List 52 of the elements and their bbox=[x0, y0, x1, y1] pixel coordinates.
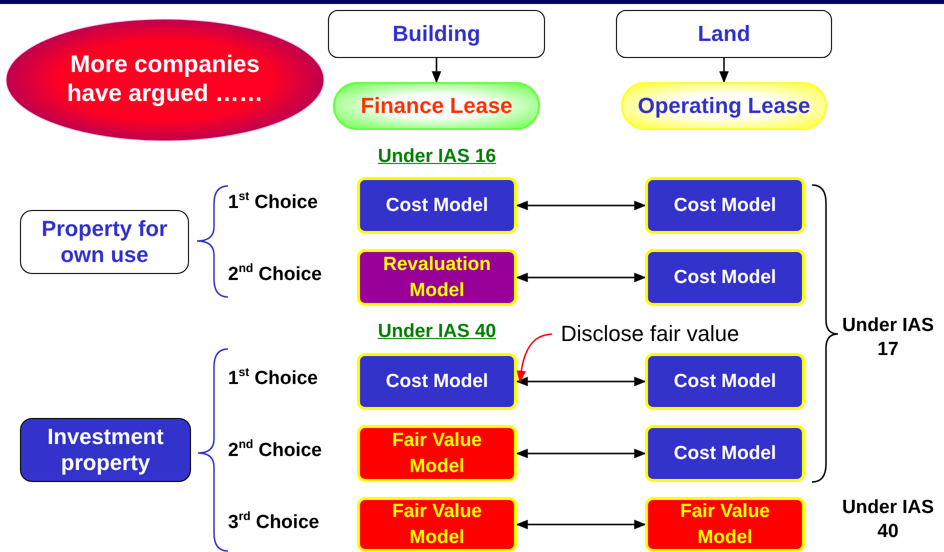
node-label: Fair Value Model bbox=[679, 500, 771, 550]
model-box bbox=[645, 249, 805, 306]
model-box bbox=[645, 353, 805, 410]
arrow bbox=[432, 58, 442, 84]
leader-line bbox=[516, 333, 552, 383]
arrow bbox=[516, 520, 646, 530]
node-label: Building bbox=[392, 20, 480, 48]
node-label: Cost Model bbox=[386, 370, 488, 394]
node-label: Finance Lease bbox=[360, 92, 512, 120]
node-label: More companies have argued …… bbox=[66, 51, 264, 109]
section-heading: Under IAS 40 bbox=[376, 321, 498, 343]
model-box bbox=[357, 497, 517, 552]
lease-pill bbox=[333, 82, 540, 130]
node-label: Land bbox=[698, 20, 750, 48]
node-label: Operating Lease bbox=[638, 92, 810, 120]
node-label: Cost Model bbox=[674, 266, 776, 290]
model-box bbox=[645, 177, 805, 234]
node-label: Investment property bbox=[46, 424, 165, 476]
lease-pill bbox=[621, 82, 827, 130]
model-box bbox=[357, 249, 517, 306]
choice-label: 1$^{st}$ Choice bbox=[228, 368, 318, 390]
model-box bbox=[645, 425, 805, 482]
callout-ellipse bbox=[5, 18, 325, 142]
node-label: Revaluation Model bbox=[382, 252, 492, 302]
model-box bbox=[357, 177, 517, 234]
category-box bbox=[20, 418, 191, 482]
node-label: Cost Model bbox=[674, 194, 776, 218]
choice-label: 1$^{st}$ Choice bbox=[228, 192, 318, 214]
arrow bbox=[719, 58, 729, 84]
standard-label: Under IAS 17 bbox=[841, 314, 935, 362]
arrow bbox=[516, 272, 646, 282]
standard-label: Under IAS 40 bbox=[841, 496, 935, 544]
category-box bbox=[20, 210, 189, 274]
choice-label: 2$^{nd}$ Choice bbox=[228, 440, 322, 462]
node-label: Cost Model bbox=[674, 442, 776, 466]
model-box bbox=[357, 353, 517, 410]
node-label: Fair Value Model bbox=[391, 500, 483, 550]
choice-label: 3$^{rd}$ Choice bbox=[228, 512, 320, 534]
model-box bbox=[645, 497, 805, 552]
model-box bbox=[357, 425, 517, 482]
choice-label: 2$^{nd}$ Choice bbox=[228, 264, 322, 286]
section-heading: Under IAS 16 bbox=[376, 146, 498, 168]
node-label: Fair Value Model bbox=[391, 428, 483, 478]
node-label: Property for own use bbox=[40, 216, 168, 268]
arrow bbox=[516, 200, 646, 210]
category-box bbox=[616, 10, 832, 58]
arrow bbox=[516, 448, 646, 458]
category-box bbox=[328, 10, 545, 58]
node-label: Cost Model bbox=[674, 370, 776, 394]
arrow bbox=[516, 376, 646, 386]
annotation-text: Disclose fair value bbox=[560, 320, 740, 348]
node-label: Cost Model bbox=[386, 194, 488, 218]
